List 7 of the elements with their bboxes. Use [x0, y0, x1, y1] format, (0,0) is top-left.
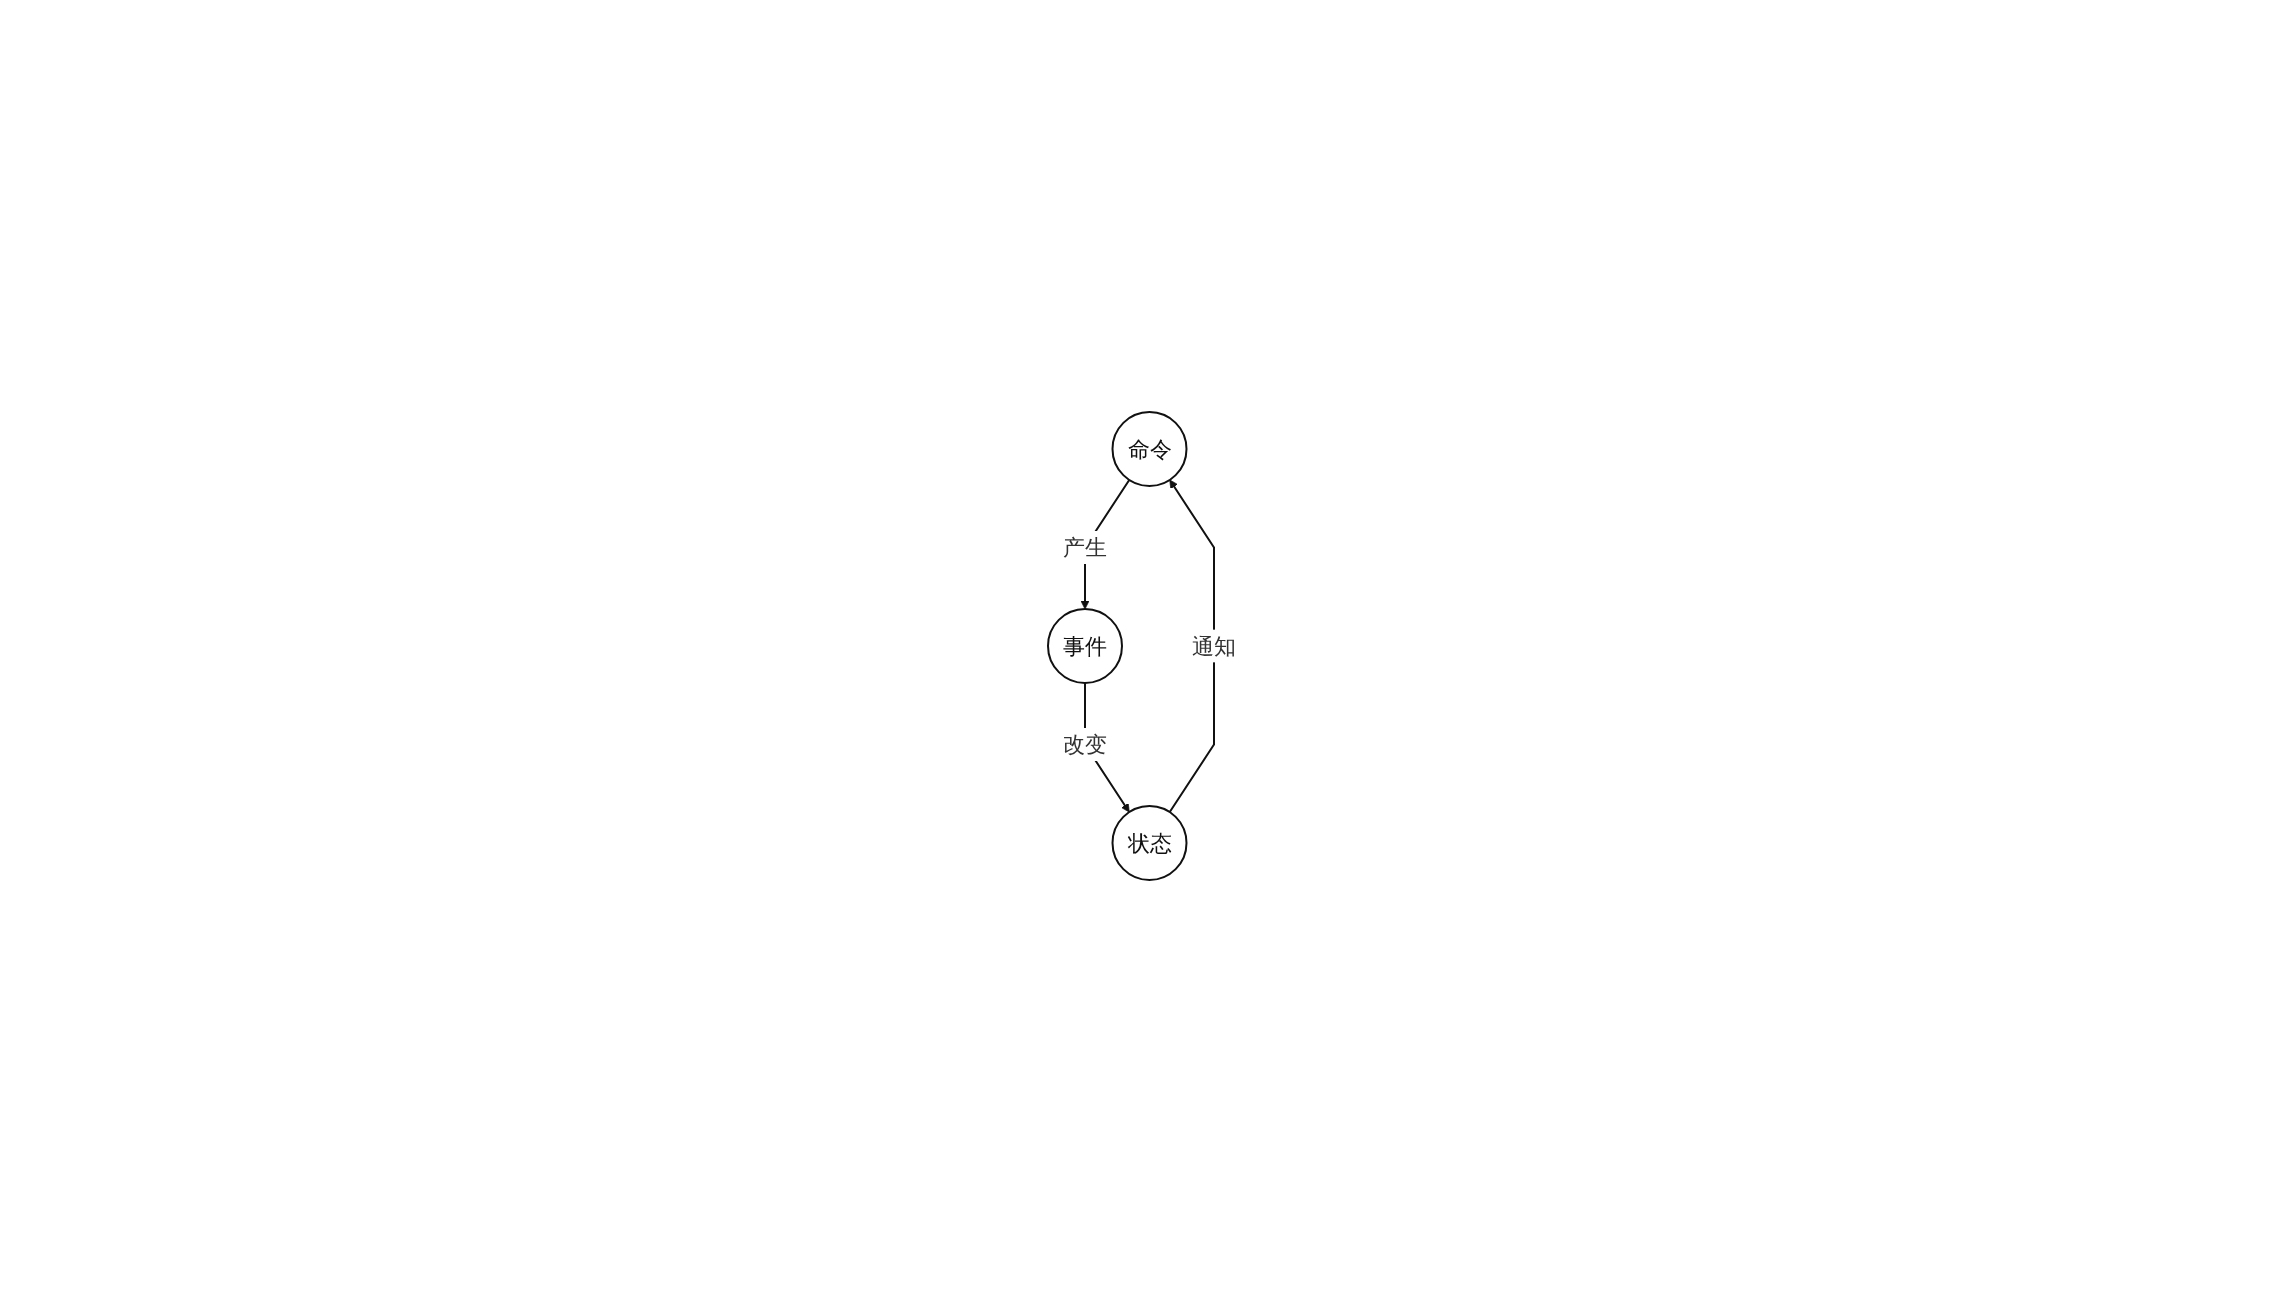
- edge-label: 产生: [1063, 534, 1107, 560]
- node-circle: 事件: [1047, 607, 1123, 684]
- edge-label: 通知: [1192, 633, 1236, 658]
- edge-label: 改变: [1063, 731, 1107, 757]
- node-circle: 状态: [1111, 804, 1188, 881]
- arrow: [1168, 479, 1215, 813]
- node-circle: 命令: [1111, 410, 1188, 487]
